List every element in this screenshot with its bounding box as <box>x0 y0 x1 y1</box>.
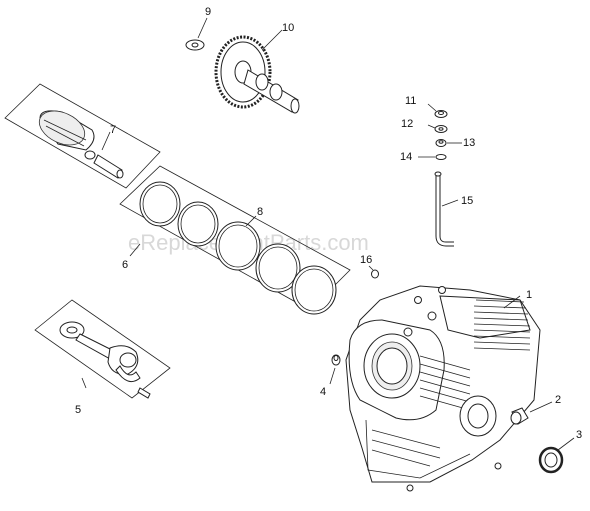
callout-3: 3 <box>576 429 582 441</box>
callout-8: 8 <box>257 206 263 218</box>
part-11-nut[interactable] <box>434 110 448 118</box>
part-8-piston-rings[interactable] <box>139 181 337 315</box>
callout-6: 6 <box>122 259 128 271</box>
callout-12: 12 <box>401 118 413 130</box>
callout-15: 15 <box>461 195 473 207</box>
part-15-dipstick-tube[interactable] <box>434 171 454 247</box>
callout-1: 1 <box>526 289 532 301</box>
ring-set-outline <box>119 165 351 311</box>
part-14-o-ring[interactable] <box>435 154 447 160</box>
callout-9: 9 <box>205 6 211 18</box>
callout-16: 16 <box>360 254 372 266</box>
part-2-drain-plug[interactable] <box>510 407 529 425</box>
part-1-crankcase[interactable] <box>345 285 541 492</box>
callout-13: 13 <box>463 137 475 149</box>
callout-10: 10 <box>282 22 294 34</box>
callout-14: 14 <box>400 151 412 163</box>
connecting-rod-outline <box>34 299 171 399</box>
callout-7: 7 <box>110 124 116 136</box>
piston-group-outline <box>4 83 161 189</box>
callout-2: 2 <box>555 394 561 406</box>
part-5-connecting-rod[interactable] <box>59 321 151 399</box>
part-16-plug[interactable] <box>371 269 379 279</box>
callout-5: 5 <box>75 404 81 416</box>
callout-4: 4 <box>320 386 326 398</box>
part-10-camshaft[interactable] <box>214 35 300 114</box>
part-3-oil-seal[interactable] <box>538 446 564 474</box>
part-13-nut[interactable] <box>435 139 447 147</box>
part-9-washer[interactable] <box>185 39 205 51</box>
part-piston[interactable] <box>34 104 95 151</box>
callout-11: 11 <box>405 95 416 107</box>
part-4-plug[interactable] <box>331 354 341 366</box>
part-7-piston-pin[interactable] <box>84 150 124 179</box>
part-12-washer[interactable] <box>434 125 448 133</box>
